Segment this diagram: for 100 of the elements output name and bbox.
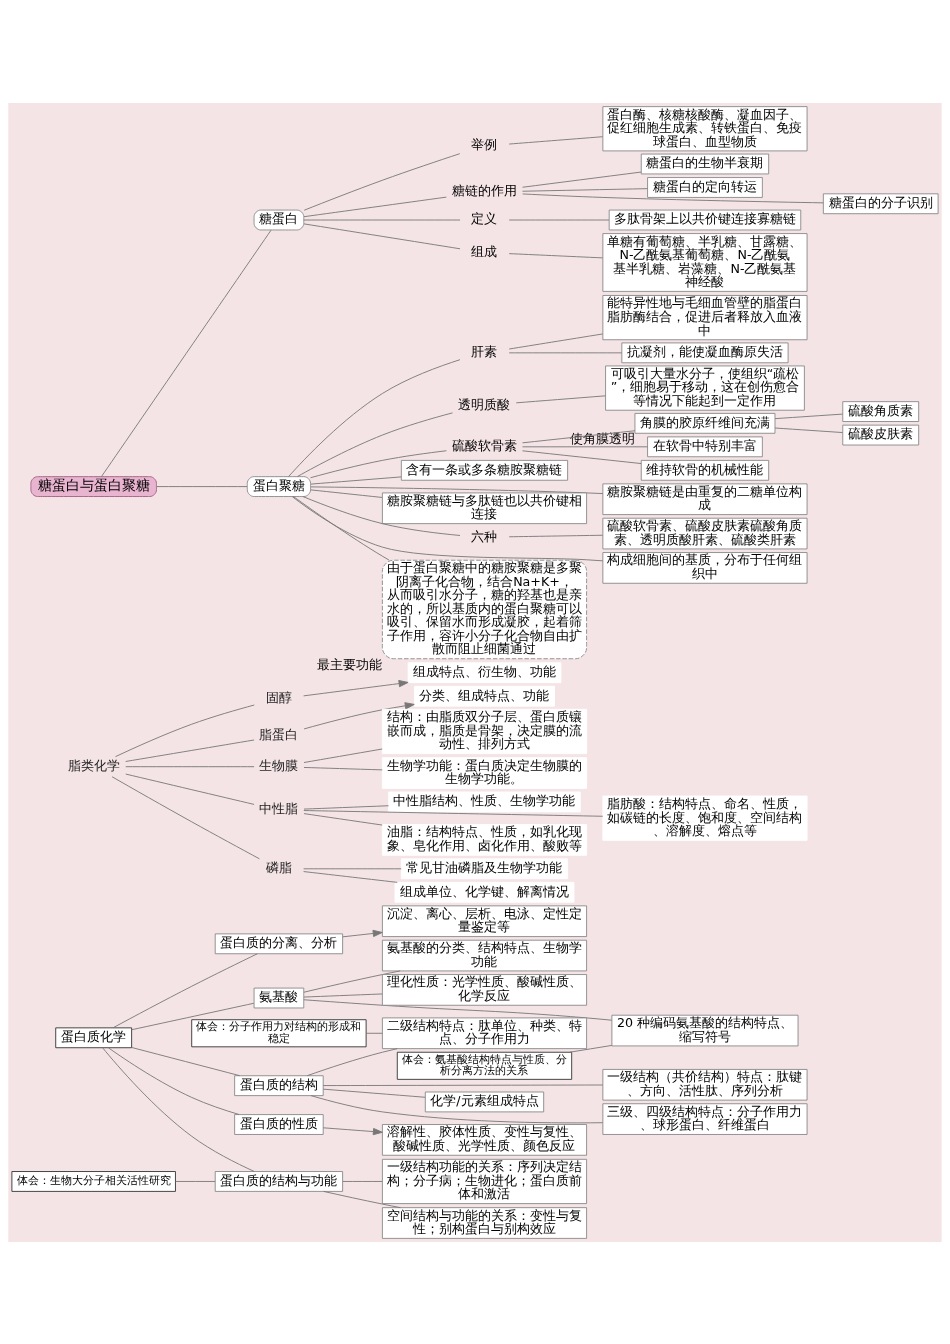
- node-box: 蛋白质化学: [55, 1026, 133, 1048]
- connector: [322, 1088, 426, 1098]
- node-box: 构成细胞间的基质，分布于任何组织中: [602, 551, 808, 584]
- node-text: 糖链的作用: [451, 182, 517, 198]
- node-text: 组成: [471, 243, 498, 259]
- node-box: 含有一条或多条糖胺聚糖链: [400, 459, 569, 481]
- node-box: 由于蛋白聚糖中的糖胺聚糖是多聚阴离子化合物，结合Na+K+，从而吸引水分子，糖的羟基也是亲水的，所以基质内的蛋白聚糖可以吸引、保留水而形成凝胶，起着筛子作用，容许小分子化合物自由扩散而阻止细菌通过: [381, 559, 588, 659]
- node-box: 生物学功能：蛋白质决定生物膜的生物学功能。: [381, 756, 588, 789]
- connector: [112, 952, 258, 1028]
- arrow: [303, 679, 409, 696]
- node-box: 蛋白质的性质: [234, 1113, 324, 1135]
- connector: [302, 495, 461, 536]
- arrow: [342, 929, 383, 937]
- node-text: 固醇: [265, 689, 292, 705]
- connector: [131, 1046, 241, 1076]
- connector: [522, 193, 824, 203]
- node-box: 维持软骨的机械性能: [640, 459, 770, 481]
- node-box: 糖蛋白的分子识别: [822, 192, 939, 214]
- node-box: 溶解性、胶体性质、变性与复性、酸碱性质、光学性质、颜色反应: [381, 1123, 588, 1156]
- node-box: 糖蛋白的定向转运: [647, 176, 763, 198]
- node-box: 组成特点、衍生物、功能: [407, 661, 562, 683]
- node-box: 体会：氨基酸结构特点与性质、分析分离方法的关系: [396, 1051, 573, 1080]
- node-box: 硫酸角质素: [842, 400, 920, 422]
- node-text: 脂蛋白: [259, 726, 299, 742]
- node-text: 透明质酸: [458, 396, 511, 412]
- node-box: 理化性质：光学性质、酸碱性质、化学反应: [381, 973, 588, 1006]
- node-box: 常见甘油磷脂及生物学功能: [400, 857, 569, 879]
- node-box: 硫酸皮肤素: [842, 424, 920, 445]
- connector: [303, 152, 461, 211]
- connector: [125, 765, 255, 767]
- node-box: 能特异性地与毛细血管壁的脂蛋白脂肪酶结合，促进后者释放入血液中: [602, 294, 808, 340]
- node-box: 在软骨中特别丰富: [647, 435, 763, 457]
- node-text: 肝素: [471, 343, 498, 359]
- node-box: 20 种编码氨基酸的结构特点、缩写符号: [611, 1014, 799, 1046]
- connector: [310, 449, 447, 478]
- node-box: 蛋白质的结构与功能: [214, 1170, 344, 1192]
- connector: [508, 252, 604, 258]
- connector: [365, 1032, 383, 1034]
- node-box: 糖蛋白与蛋白聚糖: [30, 475, 157, 497]
- node-box: 氨基酸: [253, 987, 305, 1008]
- node-box: 脂肪酸：结构特点、命名、性质，如碳链的长度、饱和度、空间结构、溶解度、熔点等: [602, 795, 808, 841]
- connector: [508, 351, 623, 353]
- connector: [303, 748, 383, 763]
- connector: [303, 812, 383, 825]
- connector: [125, 739, 255, 762]
- connector: [522, 171, 642, 188]
- node-box: 糖胺聚糖链是由重复的二糖单位构成: [602, 482, 808, 515]
- connector: [322, 1084, 604, 1086]
- connector: [111, 775, 260, 859]
- node-box: 分类、组成特点、功能: [414, 685, 555, 707]
- node-box: 蛋白质的结构: [234, 1074, 324, 1096]
- connector: [288, 358, 461, 477]
- node-box: 化学/元素组成特点: [424, 1091, 545, 1112]
- node-box: 糖蛋白的生物半衰期: [640, 153, 770, 174]
- node-box: 一级结构功能的关系：序列决定结构；分子病；生物进化；蛋白质前体和激活: [381, 1158, 588, 1204]
- connector: [303, 867, 402, 869]
- connector: [131, 1002, 255, 1030]
- node-text: 硫酸软骨素: [451, 437, 517, 453]
- node-box: 抗凝剂，能使凝血酶原失活: [621, 341, 789, 363]
- node-box: 油脂：结构特点、性质，如乳化现象、皂化作用、卤化作用、酸败等: [381, 823, 588, 856]
- node-box: 组成单位、化学键、解离情况: [394, 881, 575, 903]
- connector: [303, 969, 401, 993]
- connector: [522, 449, 642, 464]
- connector: [125, 773, 255, 805]
- connector: [291, 495, 604, 561]
- node-box: 硫酸软骨素、硫酸皮肤素硫酸角质素、透明质酸肝素、硫酸类肝素: [602, 517, 808, 549]
- connector: [303, 998, 613, 1021]
- node-box: 体会：分子作用力对结构的形成和稳定: [191, 1018, 367, 1047]
- connector: [293, 495, 390, 561]
- connector: [515, 394, 606, 403]
- connector: [306, 1047, 398, 1076]
- connector: [323, 1190, 401, 1208]
- connector: [101, 229, 272, 477]
- node-box: 空间结构与功能的关系：变性与复性；别构蛋白与别构效应: [381, 1206, 588, 1239]
- node-label: 使角膜透明: [569, 430, 635, 446]
- node-box: 沉淀、离心、层析、电泳、定性定量鉴定等: [381, 904, 588, 937]
- connector: [774, 427, 843, 433]
- node-text: 生物膜: [259, 757, 299, 773]
- connector: [156, 485, 248, 487]
- node-box: 中性脂结构、性质、生物学功能: [388, 791, 581, 812]
- node-label: 最主要功能: [317, 656, 383, 672]
- node-text: 举例: [471, 136, 498, 152]
- node-box: 氨基酸的分类、结构特点、生物学功能: [381, 939, 588, 971]
- connector: [310, 475, 402, 485]
- connector: [508, 333, 604, 349]
- node-text: 磷脂: [265, 859, 292, 875]
- connector: [303, 222, 461, 249]
- node-box: 可吸引大量水分子，使组织“疏松”，细胞易于移动，这在创伤愈合等情况下能起到一定作用: [605, 365, 805, 411]
- connector: [522, 445, 648, 447]
- connector: [774, 413, 843, 419]
- node-box: 结构：由脂质双分子层、蛋白质镶嵌而成，脂质是骨架，决定膜的流动性、排列方式: [381, 708, 588, 754]
- connector: [303, 809, 604, 817]
- node-box: 一级结构（共价结构）特点：肽键、方向、活性肽、序列分析: [602, 1068, 808, 1101]
- node-box: 三级、四级结构特点：分子作用力、球形蛋白、纤维蛋白: [602, 1102, 808, 1135]
- connector: [508, 534, 604, 537]
- connector: [310, 1094, 603, 1123]
- connector: [102, 1046, 255, 1172]
- node-box: 糖胺聚糖链与多肽链也以共价键相连接: [381, 491, 588, 524]
- connector: [303, 993, 383, 997]
- connector: [508, 219, 610, 220]
